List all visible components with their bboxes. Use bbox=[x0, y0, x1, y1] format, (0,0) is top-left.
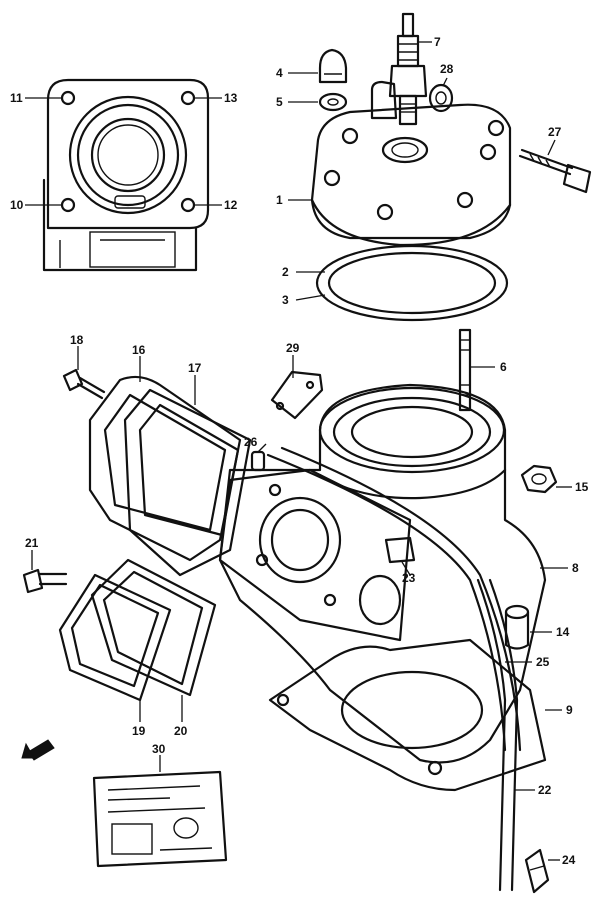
callout-16: 16 bbox=[132, 343, 146, 357]
callout-7: 7 bbox=[434, 35, 441, 49]
port-covers bbox=[22, 368, 252, 702]
hose-clamp bbox=[524, 848, 550, 894]
cylinder-base-gasket bbox=[268, 638, 547, 792]
breather-hose bbox=[266, 446, 522, 892]
callout-10: 10 bbox=[10, 198, 24, 212]
stud-bolt bbox=[458, 328, 472, 412]
callout-3: 3 bbox=[282, 293, 289, 307]
dowel-pin bbox=[504, 604, 530, 650]
bracket bbox=[270, 370, 324, 420]
callout-15: 15 bbox=[575, 480, 589, 494]
callout-4: 4 bbox=[276, 66, 283, 80]
washer-28 bbox=[428, 83, 454, 113]
caution-label bbox=[92, 770, 228, 868]
head-gaskets bbox=[315, 244, 509, 322]
callout-18: 18 bbox=[70, 333, 84, 347]
callout-25: 25 bbox=[536, 655, 550, 669]
callout-13: 13 bbox=[224, 91, 238, 105]
callout-29: 29 bbox=[286, 341, 300, 355]
callout-14: 14 bbox=[556, 625, 570, 639]
head-bolt bbox=[518, 148, 592, 194]
fitting-26 bbox=[250, 450, 266, 472]
intake-manifold bbox=[218, 468, 412, 642]
callout-28: 28 bbox=[440, 62, 454, 76]
forward-arrow-icon bbox=[21, 739, 55, 761]
callout-21: 21 bbox=[25, 536, 39, 550]
callout-2: 2 bbox=[282, 265, 289, 279]
callout-19: 19 bbox=[132, 724, 146, 738]
callout-17: 17 bbox=[188, 361, 202, 375]
callout-11: 11 bbox=[10, 91, 23, 105]
cap-nut bbox=[318, 48, 348, 84]
callout-8: 8 bbox=[572, 561, 579, 575]
callout-9: 9 bbox=[566, 703, 573, 717]
cylinder-body-assembly bbox=[218, 328, 558, 894]
callout-23: 23 bbox=[402, 571, 416, 585]
leader-lines bbox=[25, 41, 572, 861]
callout-24: 24 bbox=[562, 853, 576, 867]
callout-12: 12 bbox=[224, 198, 238, 212]
fitting-23 bbox=[384, 536, 416, 564]
flange-nut bbox=[520, 464, 558, 494]
washer bbox=[318, 92, 348, 112]
callout-1: 1 bbox=[276, 193, 283, 207]
callout-30: 30 bbox=[152, 742, 166, 756]
spark-plug bbox=[388, 12, 428, 126]
bolt-21 bbox=[22, 568, 68, 594]
cylinder-top-view-inset bbox=[42, 78, 210, 272]
bolt-18 bbox=[62, 368, 106, 400]
callout-22: 22 bbox=[538, 783, 552, 797]
callout-26: 26 bbox=[244, 435, 258, 449]
callout-5: 5 bbox=[276, 95, 283, 109]
callout-6: 6 bbox=[500, 360, 507, 374]
cover-gasket-20 bbox=[90, 558, 217, 697]
cylinder-head-assembly bbox=[310, 12, 592, 322]
callout-labels: 11 13 10 12 4 5 1 2 3 7 28 27 6 15 8 14 … bbox=[10, 35, 589, 867]
callout-20: 20 bbox=[174, 724, 188, 738]
callout-27: 27 bbox=[548, 125, 562, 139]
